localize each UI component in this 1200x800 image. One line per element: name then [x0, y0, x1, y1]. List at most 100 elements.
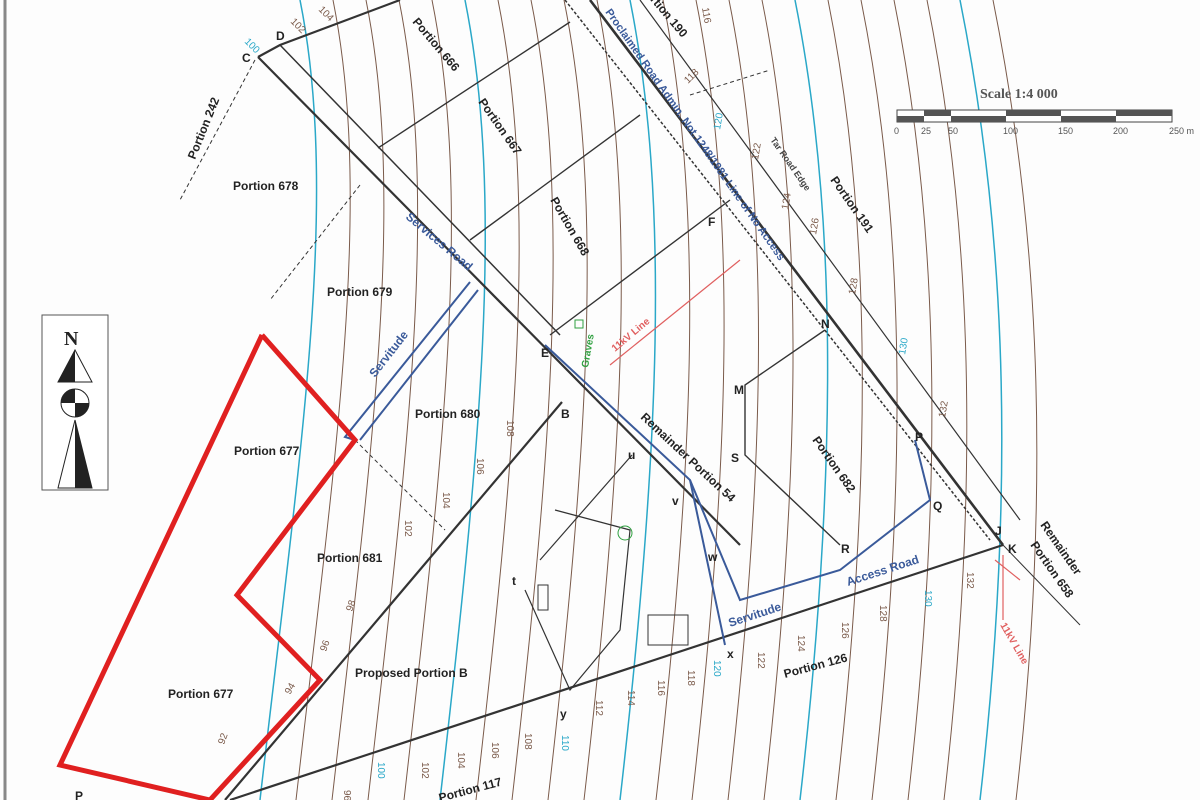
portion-label: Portion 677: [234, 444, 300, 458]
portion-682-boundary: [744, 329, 841, 546]
scale-tick: 50: [948, 126, 958, 136]
contour-line: [259, 0, 318, 800]
road-reserve-line: [564, 0, 991, 541]
tar-road-edge: [639, 0, 1021, 521]
contour-label: 128: [847, 277, 861, 296]
portion-242-line: [179, 59, 256, 201]
contour-label: 106: [474, 458, 485, 475]
contour-line: [926, 0, 968, 800]
point-label-t: t: [512, 574, 516, 588]
contour-label: 100: [375, 762, 386, 779]
contour-label: 102: [419, 762, 430, 779]
power-lines: [609, 259, 1021, 620]
contour-label: 104: [440, 492, 451, 509]
portion-label: Proposed Portion B: [355, 666, 468, 680]
contour-line: [860, 0, 898, 800]
services-road-boundary: [257, 56, 741, 546]
proposed-portion-outline: [56, 333, 359, 800]
point-label-K: K: [1008, 542, 1017, 556]
portion-label: Portion 680: [415, 407, 481, 421]
portion-label: Portion 679: [327, 285, 393, 299]
contour-label: 106: [489, 742, 500, 759]
point-label-E: E: [541, 346, 549, 360]
scale-tick: 250 m: [1169, 126, 1194, 136]
contour-label: 110: [559, 735, 570, 751]
point-label-F: F: [708, 215, 715, 229]
proclaimed-road-boundary: [588, 0, 1005, 546]
contour-line: [403, 0, 452, 800]
contour-label: 108: [504, 420, 515, 437]
contour-label: 112: [593, 700, 604, 716]
scale-tick: 25: [921, 126, 931, 136]
contour-line: [367, 0, 419, 800]
contour-label: 94: [283, 681, 298, 697]
contour-label: 116: [655, 680, 666, 696]
contour-label: 130: [922, 590, 933, 607]
contour-line: [439, 0, 486, 800]
contour-label: 120: [711, 660, 722, 677]
building: [647, 614, 689, 646]
contour-line: [295, 0, 351, 800]
portion-label: Portion 681: [317, 551, 383, 565]
contour-line: [761, 0, 794, 800]
access-road: [689, 439, 932, 602]
contour-label: 126: [839, 622, 850, 639]
contour-label: 126: [808, 217, 822, 236]
contour-label: 118: [685, 670, 696, 686]
portion-667-boundary: [469, 114, 641, 241]
house-plot: [524, 509, 631, 692]
scale-title: Scale 1:4 000: [980, 87, 1058, 102]
servitude-road-inner: [359, 289, 479, 441]
tree-icon: [617, 525, 633, 541]
point-label-S: S: [731, 451, 739, 465]
contour-line: [547, 0, 588, 800]
scale-tick: 150: [1058, 126, 1073, 136]
contour-label: 102: [402, 520, 413, 537]
point-label-D: D: [276, 29, 285, 43]
contour-line: [727, 0, 759, 800]
plot-line: [539, 454, 633, 561]
contour-label: 98: [344, 598, 358, 613]
portion-668-boundary: [377, 21, 571, 149]
point-label-J: J: [995, 524, 1002, 538]
north-label: N: [64, 328, 79, 350]
graves-marker: [574, 319, 584, 329]
contour-label: 116: [699, 7, 713, 25]
point-label-P: P: [75, 789, 83, 800]
south-boundary: [229, 543, 1004, 800]
services-road-edge: [279, 44, 561, 336]
contour-label: 104: [455, 752, 466, 769]
scale-tick: 0: [894, 126, 899, 136]
point-label-B: B: [561, 407, 570, 421]
contour-label: 120: [712, 112, 726, 131]
contour-label: 128: [877, 605, 888, 622]
portion-680-boundary: [549, 199, 731, 336]
contour-line: [475, 0, 520, 800]
portion-label: Portion 678: [233, 179, 299, 193]
point-label-N: N: [821, 317, 830, 331]
point-label-Q: Q: [933, 499, 942, 513]
contour-label: 124: [795, 635, 806, 652]
scale-tick: 200: [1113, 126, 1128, 136]
point-label-R: R: [841, 542, 850, 556]
contour-label: 130: [897, 337, 911, 356]
portion-681-line: [354, 439, 446, 531]
portion-label: Portion 677: [168, 687, 234, 701]
point-label-P: P: [915, 430, 923, 444]
contour-label: 114: [625, 690, 636, 706]
contour-line: [511, 0, 554, 800]
point-label-v: v: [672, 494, 679, 508]
contour-line: [827, 0, 863, 800]
building: [537, 584, 549, 611]
boundaries: [179, 0, 1081, 800]
proposed-portion-b-boundary: [224, 401, 563, 800]
north-arrow: N: [41, 314, 109, 491]
contour-label: 122: [750, 142, 764, 161]
point-label-M: M: [734, 383, 744, 397]
contour-label: 132: [937, 400, 951, 419]
contour-label: 122: [755, 652, 766, 669]
point-label-C: C: [242, 51, 251, 65]
contour-label: 92: [216, 731, 230, 746]
contour-label: 132: [964, 572, 975, 589]
